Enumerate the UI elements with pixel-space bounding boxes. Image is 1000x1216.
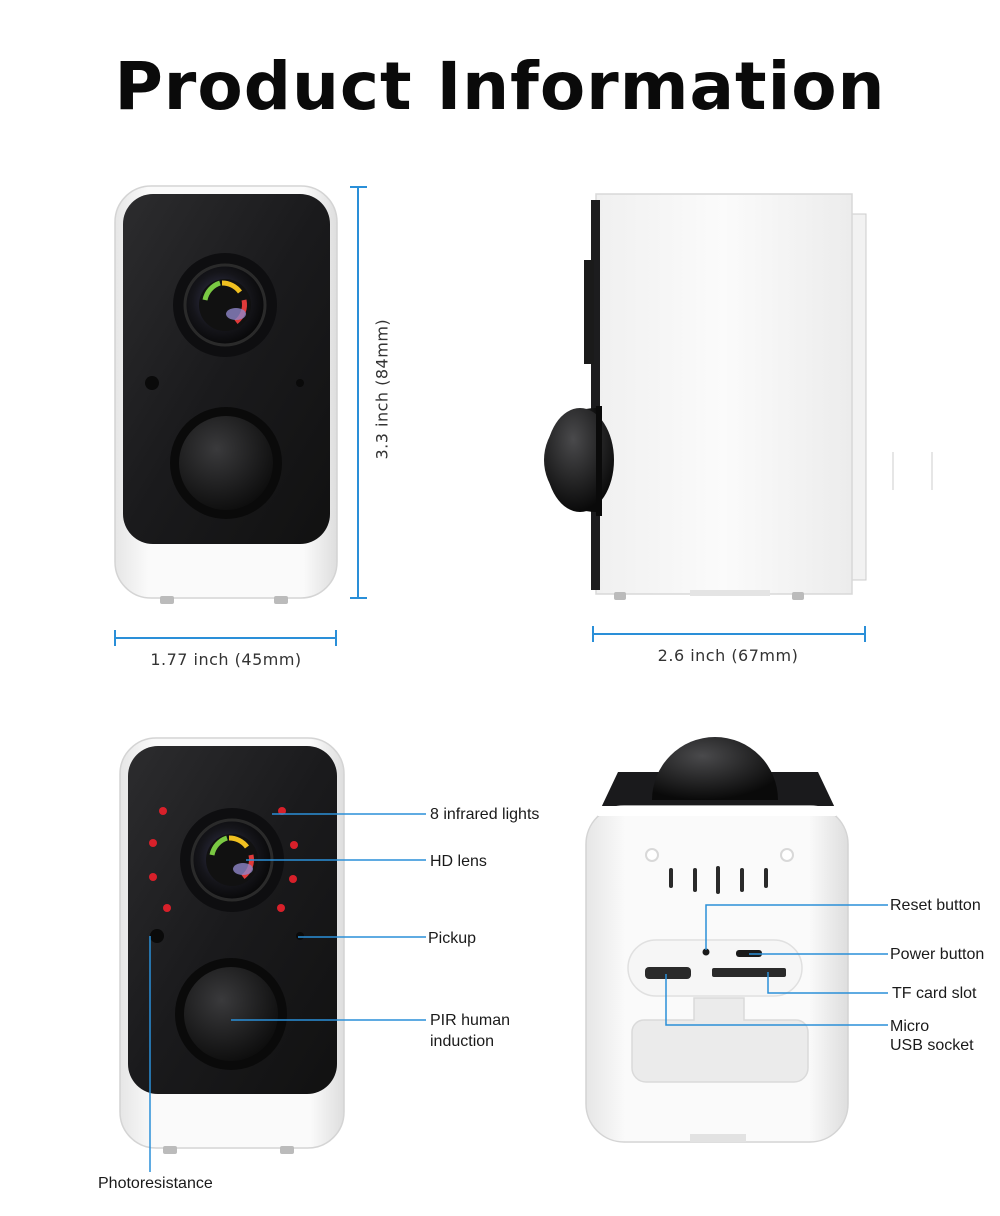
height-dimension-label: 3.3 inch (84mm) [372,318,392,460]
hd-lens-label: HD lens [430,853,487,870]
front-view-device [114,185,338,604]
pickup-label: Pickup [428,930,477,947]
back-view-device [585,737,849,1143]
back-callout-lines [665,904,888,1026]
page-title: Product Information [114,48,886,125]
depth-dimension-label: 2.6 inch (67mm) [657,646,799,665]
width-dimension-line [114,630,337,646]
infrared-lights-label: 8 infrared lights [430,806,540,823]
front-detail-device [119,737,345,1154]
tf-card-slot-label: TF card slot [892,985,977,1002]
depth-dimension-line [592,626,866,642]
infrared-leds [149,807,298,912]
side-view-device [544,193,933,600]
photoresistance-label: Photoresistance [98,1175,213,1192]
power-button-label: Power button [890,946,985,963]
pir-label-line1: PIR human [430,1012,511,1029]
front-callout-lines [149,813,426,1172]
pir-label-line2: induction [430,1033,495,1050]
height-dimension-line [350,186,367,599]
reset-button-label: Reset button [890,897,981,914]
usb-socket-label-line1: Micro [890,1018,930,1035]
width-dimension-label: 1.77 inch (45mm) [150,650,302,669]
usb-socket-label-line2: USB socket [890,1037,974,1054]
